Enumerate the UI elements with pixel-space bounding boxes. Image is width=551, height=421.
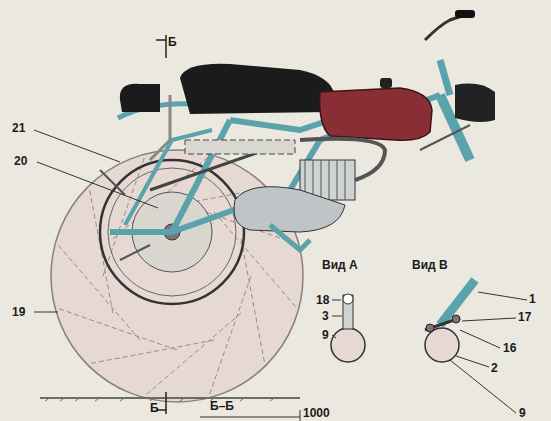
view-label: Вид А xyxy=(322,259,358,271)
callout-number: 21 xyxy=(12,122,25,134)
rear-seat xyxy=(120,84,160,112)
leader-line xyxy=(34,130,158,312)
exhaust xyxy=(300,139,385,180)
footrest-bracket xyxy=(270,225,310,250)
section-mark xyxy=(156,35,166,58)
tube-section xyxy=(425,328,459,362)
callout-number: 20 xyxy=(14,155,27,167)
callout-number: 19 xyxy=(12,306,25,318)
fuel-tank xyxy=(320,88,432,140)
headlight xyxy=(455,84,495,123)
struts xyxy=(100,170,150,260)
section-letter: Б xyxy=(168,36,177,48)
tube-section xyxy=(331,328,365,362)
spoke xyxy=(145,313,241,396)
callout-number: 17 xyxy=(518,311,531,323)
chain-stay xyxy=(150,150,265,190)
spoke xyxy=(89,340,214,364)
section-letter: Б xyxy=(150,402,159,414)
callout-number: 9 xyxy=(519,407,526,419)
steering-column xyxy=(440,60,450,95)
bolt xyxy=(426,324,434,332)
callout-number: 9 xyxy=(322,329,329,341)
bracket xyxy=(343,295,353,329)
spoke xyxy=(209,276,251,396)
leader-line xyxy=(450,292,527,413)
chain-guard xyxy=(185,140,295,154)
callout-number: 16 xyxy=(503,342,516,354)
ground-hatch xyxy=(45,397,276,401)
callout-number: 2 xyxy=(491,362,498,374)
view-label: Вид В xyxy=(412,259,448,271)
spoke xyxy=(241,239,265,364)
callout-number: 18 xyxy=(316,294,329,306)
dimension: 1000 xyxy=(303,407,330,419)
bolt xyxy=(452,315,460,323)
crankcase xyxy=(234,187,345,232)
frame-tube xyxy=(440,280,475,325)
bolt-hole xyxy=(343,294,353,304)
grip xyxy=(455,10,475,18)
seat xyxy=(180,64,335,114)
spoke xyxy=(89,188,113,313)
spoke xyxy=(57,308,177,350)
tank-cap xyxy=(380,78,392,88)
callout-number: 3 xyxy=(322,310,329,322)
spoke xyxy=(57,244,140,340)
callout-number: 1 xyxy=(529,293,536,305)
section-label: Б–Б xyxy=(210,400,234,412)
fork-brace xyxy=(420,125,470,150)
leader-line xyxy=(332,300,342,338)
handlebar xyxy=(425,15,465,40)
